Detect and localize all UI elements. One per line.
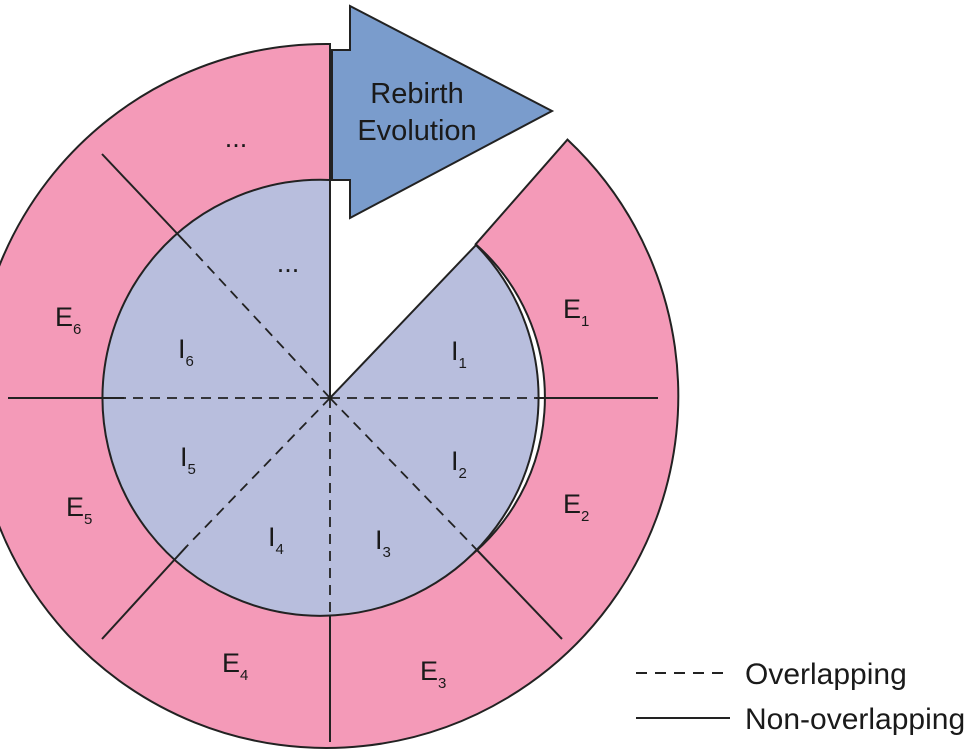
rebirth-arrow [331, 4, 555, 220]
outer-label-e1: E1 [563, 294, 589, 330]
inner-label-ellipsis: ... [277, 248, 300, 278]
inner-label-i3: I3 [375, 525, 391, 561]
arrow-label-line2: Evolution [357, 115, 476, 147]
outer-label-e5: E5 [66, 492, 92, 528]
inner-label-i2: I2 [451, 446, 467, 482]
inner-label-i4: I4 [268, 522, 284, 558]
outer-dividers [8, 44, 658, 742]
legend: Overlapping Non-overlapping [636, 658, 965, 736]
inner-dashed-dividers [124, 243, 536, 616]
legend-non-overlapping-label: Non-overlapping [745, 703, 965, 736]
outer-label-ellipsis: ... [225, 123, 248, 153]
inner-label-i5: I5 [180, 442, 196, 478]
arrow-label-line1: Rebirth [370, 78, 464, 110]
inner-label-i1: I1 [451, 336, 467, 372]
legend-overlapping-label: Overlapping [745, 658, 907, 691]
outer-label-e3: E3 [420, 656, 446, 692]
outer-label-e2: E2 [563, 489, 589, 525]
outer-label-e4: E4 [222, 648, 248, 684]
outer-label-e6: E6 [55, 302, 81, 338]
inner-label-i6: I6 [178, 334, 194, 370]
